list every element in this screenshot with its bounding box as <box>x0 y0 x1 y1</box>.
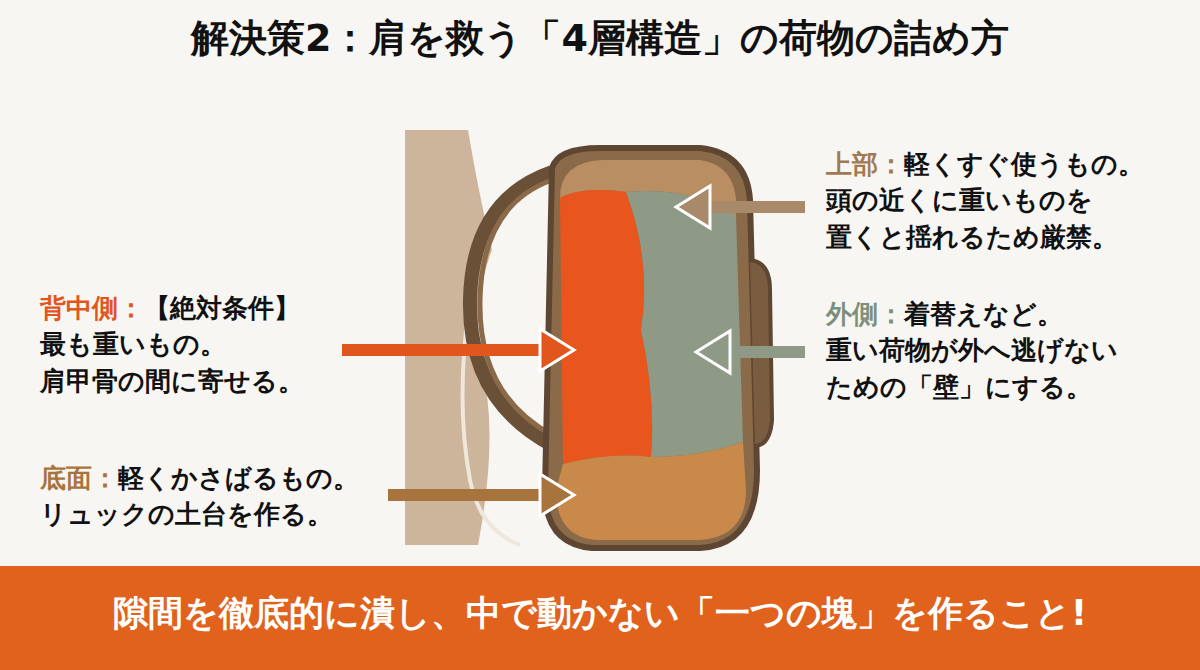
shoulder-strap-inner <box>480 180 552 435</box>
top-arrow <box>676 186 805 228</box>
title: 解決策2：肩を救う「4層構造」の荷物の詰め方 <box>0 16 1200 62</box>
callout: 上部：軽くすぐ使うもの。 頭の近くに重いものを 置くと揺れるため厳禁。 <box>826 146 1171 255</box>
shoulder-strap <box>470 172 552 445</box>
callout-heading: 外側： <box>826 299 904 329</box>
callout: 背中側：【絶対条件】 最も重いもの。 肩甲骨の間に寄せる。 <box>40 290 340 399</box>
back-arrow <box>342 329 574 371</box>
callout-heading: 底面： <box>40 463 118 493</box>
callout: 外側：着替えなど。 重い荷物が外へ逃げない ための「壁」にする。 <box>826 296 1171 405</box>
callout-heading: 背中側： <box>40 293 144 323</box>
callout: 底面：軽くかさばるもの。 リュックの土台を作る。 <box>40 460 385 533</box>
outer-arrow <box>696 331 805 373</box>
caption: 隙間を徹底的に潰し、中で動かない「一つの塊」を作ること! <box>0 592 1200 634</box>
bottom-arrow <box>388 474 574 516</box>
outer-zone <box>626 191 743 457</box>
bottom-zone <box>556 442 746 540</box>
callout-heading: 上部： <box>826 149 904 179</box>
